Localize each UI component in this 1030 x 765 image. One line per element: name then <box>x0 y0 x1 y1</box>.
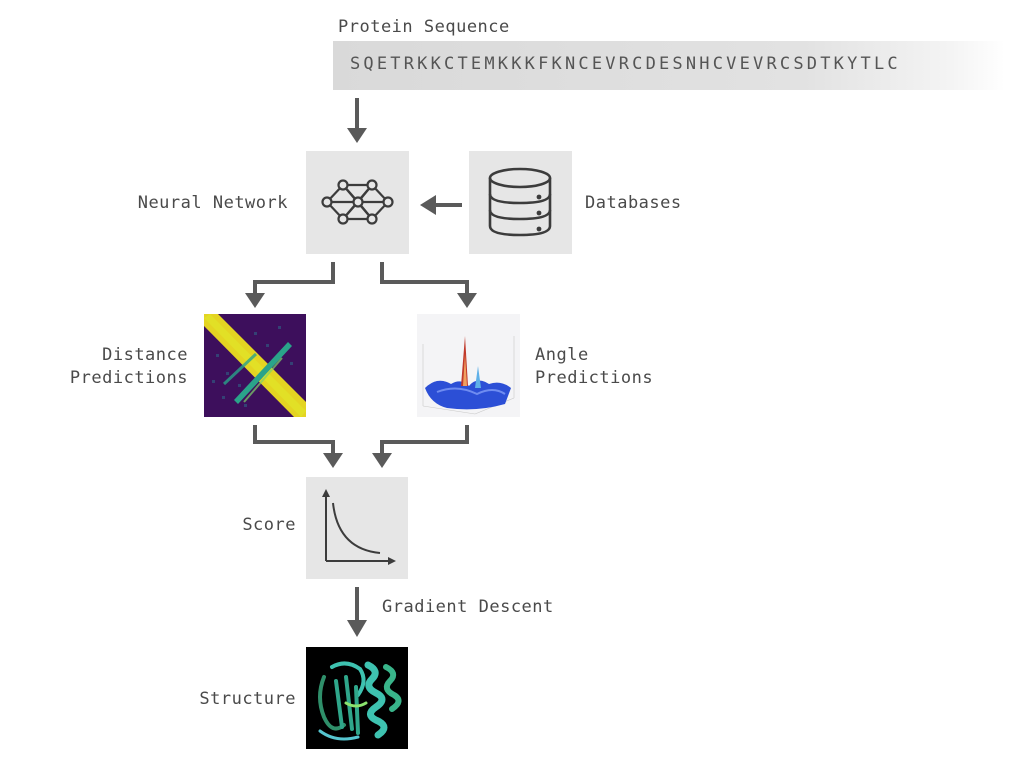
arrowhead-distance <box>245 293 265 308</box>
arrowhead-structure <box>347 620 367 637</box>
structure-image <box>306 647 408 749</box>
angle-predictions-label: Angle Predictions <box>535 344 653 390</box>
angle-label-line-1: Angle <box>535 345 589 365</box>
distance-label-line-1: Distance <box>102 345 188 365</box>
arrow-angle-to-score <box>380 425 469 455</box>
angle-label-line-2: Predictions <box>535 368 654 388</box>
arrow-distance-to-score <box>253 425 335 455</box>
structure-label: Structure <box>199 689 296 709</box>
sequence-bar <box>333 41 1005 90</box>
angle-surface-image <box>422 336 515 415</box>
arrowhead-angle <box>457 293 477 308</box>
arrow-network-to-angle <box>380 262 469 295</box>
neural-network-icon <box>321 179 394 225</box>
arrowhead-score-right <box>372 453 392 468</box>
distance-predictions-label: Distance Predictions <box>30 344 188 390</box>
gradient-descent-label: Gradient Descent <box>382 597 554 617</box>
arrow-network-to-distance <box>253 262 335 295</box>
databases-box <box>469 151 572 254</box>
arrowhead-databases <box>420 195 436 215</box>
arrowhead-network <box>347 128 367 143</box>
protein-ribbon-image <box>318 661 402 741</box>
distance-label-line-2: Predictions <box>69 368 188 388</box>
arrowhead-score-left <box>323 453 343 468</box>
score-label: Score <box>242 515 296 535</box>
angle-plot <box>417 314 520 417</box>
neural-network-label: Neural Network <box>137 193 288 213</box>
decay-curve-icon <box>322 489 396 565</box>
sequence-residues: SQETRKKCTEMKKKFKNCEVRCDESNHCVEVRCSDTKYTL… <box>350 54 901 74</box>
score-box <box>306 477 408 579</box>
neural-network-box <box>306 151 409 254</box>
database-icon <box>488 167 552 237</box>
distance-heatmap-image <box>204 314 306 417</box>
databases-label: Databases <box>585 193 682 213</box>
distance-heatmap <box>204 314 306 417</box>
sequence-title: Protein Sequence <box>338 17 510 37</box>
